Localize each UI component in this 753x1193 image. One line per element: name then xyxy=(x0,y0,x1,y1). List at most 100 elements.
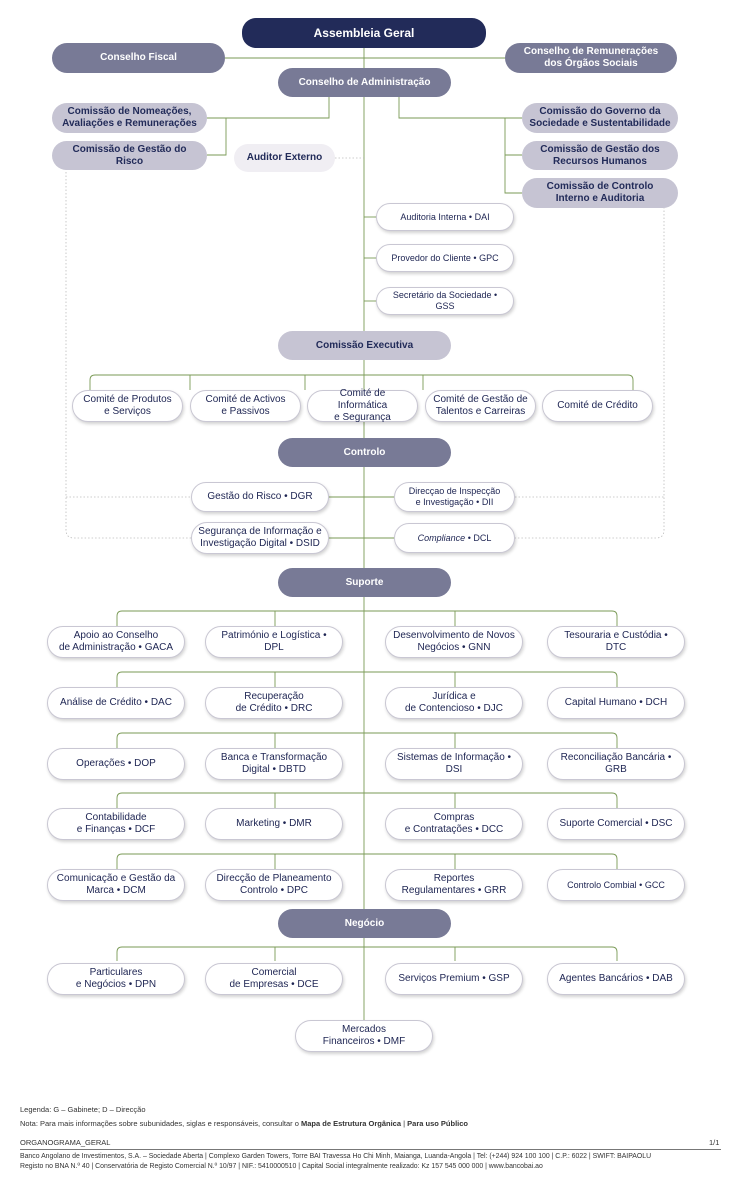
legenda: Legenda: G – Gabinete; D – Direcção xyxy=(20,1105,146,1114)
comite-informatica-box: Comité de Informática e Segurança xyxy=(307,388,418,423)
comite-credito-label: Comité de Crédito xyxy=(557,400,638,411)
comite-activos-label: Comité de Activos e Passivos xyxy=(205,394,286,417)
tesouraria-custodia-box: Tesouraria e Custódia • DTC xyxy=(547,626,685,658)
controlo-combial-label: Controlo Combial • GCC xyxy=(567,879,665,890)
analise-credito-label: Análise de Crédito • DAC xyxy=(60,697,172,708)
patrimonio-logistica-box: Património e Logística • DPL xyxy=(205,626,343,658)
juridica-contencioso-box: Jurídica e de Contencioso • DJC xyxy=(385,687,523,719)
comissao-risco-box: Comissão de Gestão do Risco xyxy=(52,141,207,170)
provedor-cliente-box: Provedor do Cliente • GPC xyxy=(376,244,514,272)
patrimonio-logistica-label: Património e Logística • DPL xyxy=(221,630,327,653)
comissao-rh-box: Comissão de Gestão dos Recursos Humanos xyxy=(522,141,678,170)
sistemas-informacao-box: Sistemas de Informação • DSI xyxy=(385,748,523,780)
negocio-label: Negócio xyxy=(344,917,385,929)
comissao-controlo-box: Comissão de Controlo Interno e Auditoria xyxy=(522,178,678,208)
compliance-italic: Compliance xyxy=(417,532,466,543)
capital-humano-label: Capital Humano • DCH xyxy=(564,697,668,708)
conselho-administracao-label: Conselho de Administração xyxy=(298,76,431,88)
agentes-bancarios-box: Agentes Bancários • DAB xyxy=(547,963,685,995)
suporte-box: Suporte xyxy=(278,568,451,597)
comite-talentos-box: Comité de Gestão de Talentos e Carreiras xyxy=(425,390,536,422)
banca-transformacao-box: Banca e Transformação Digital • DBTD xyxy=(205,748,343,780)
reportes-regulamentares-box: Reportes Regulamentares • GRR xyxy=(385,869,523,901)
comunicacao-marca-box: Comunicação e Gestão da Marca • DCM xyxy=(47,869,185,901)
conselho-fiscal-label: Conselho Fiscal xyxy=(100,52,177,63)
reportes-regulamentares-label: Reportes Regulamentares • GRR xyxy=(401,873,507,896)
comissao-rh-label: Comissão de Gestão dos Recursos Humanos xyxy=(540,143,660,167)
seguranca-informacao-label: Segurança de Informação e Investigação D… xyxy=(198,526,322,549)
suporte-comercial-box: Suporte Comercial • DSC xyxy=(547,808,685,840)
marketing-label: Marketing • DMR xyxy=(236,818,312,829)
compliance-label: Compliance • DCL xyxy=(418,533,492,544)
nota: Nota: Para mais informações sobre subuni… xyxy=(20,1119,468,1128)
reconciliacao-bancaria-label: Reconciliação Bancária • GRB xyxy=(560,752,672,775)
secretario-sociedade-label: Secretário da Sociedade • GSS xyxy=(392,290,498,311)
conselho-remuneracoes-label: Conselho de Remunerações dos Órgãos Soci… xyxy=(523,46,659,69)
tesouraria-custodia-label: Tesouraria e Custódia • DTC xyxy=(564,630,668,653)
auditoria-interna-box: Auditoria Interna • DAI xyxy=(376,203,514,231)
gestao-risco-label: Gestão do Risco • DGR xyxy=(207,491,313,502)
planeamento-controlo-box: Direcção de Planeamento Controlo • DPC xyxy=(205,869,343,901)
servicos-premium-box: Serviços Premium • GSP xyxy=(385,963,523,995)
operacoes-label: Operações • DOP xyxy=(76,758,156,769)
juridica-contencioso-label: Jurídica e de Contencioso • DJC xyxy=(405,691,503,714)
comite-produtos-label: Comité de Produtos e Serviços xyxy=(83,394,172,417)
comissao-governo-box: Comissão do Governo da Sociedade e Suste… xyxy=(522,103,678,133)
mapa-estrutura-link: Mapa de Estrutura Orgânica xyxy=(300,1119,402,1128)
apoio-conselho-label: Apoio ao Conselho de Administração • GAC… xyxy=(58,630,174,653)
recuperacao-credito-label: Recuperação de Crédito • DRC xyxy=(235,691,313,714)
gestao-risco-box: Gestão do Risco • DGR xyxy=(191,482,329,512)
mercados-financeiros-box: Mercados Financeiros • DMF xyxy=(295,1020,433,1052)
comissao-executiva-box: Comissão Executiva xyxy=(278,331,451,360)
particulares-negocios-box: Particulares e Negócios • DPN xyxy=(47,963,185,995)
apoio-conselho-box: Apoio ao Conselho de Administração • GAC… xyxy=(47,626,185,658)
capital-humano-box: Capital Humano • DCH xyxy=(547,687,685,719)
sistemas-informacao-label: Sistemas de Informação • DSI xyxy=(396,752,512,775)
compliance-code: • DCL xyxy=(465,532,492,543)
direccao-inspeccao-box: Direcçao de Inspecção e Investigação • D… xyxy=(394,482,515,512)
comissao-risco-label: Comissão de Gestão do Risco xyxy=(72,143,187,167)
comite-informatica-label: Comité de Informática e Segurança xyxy=(334,388,391,423)
compras-contratacoes-label: Compras e Contratações • DCC xyxy=(404,812,504,835)
comissao-governo-label: Comissão do Governo da Sociedade e Suste… xyxy=(529,106,671,129)
mercados-financeiros-label: Mercados Financeiros • DMF xyxy=(322,1024,406,1047)
desenvolvimento-negocios-label: Desenvolvimento de Novos Negócios • GNN xyxy=(393,630,515,653)
marketing-box: Marketing • DMR xyxy=(205,808,343,840)
conselho-remuneracoes-box: Conselho de Remunerações dos Órgãos Soci… xyxy=(505,43,677,73)
auditoria-interna-label: Auditoria Interna • DAI xyxy=(400,211,490,222)
nota-prefix: Nota: Para mais informações sobre subuni… xyxy=(20,1119,301,1128)
negocio-box: Negócio xyxy=(278,909,451,938)
auditor-externo-box: Auditor Externo xyxy=(234,144,335,172)
comite-talentos-label: Comité de Gestão de Talentos e Carreiras xyxy=(433,394,528,417)
auditor-externo-label: Auditor Externo xyxy=(246,152,323,163)
controlo-box: Controlo xyxy=(278,438,451,467)
direccao-inspeccao-label: Direcçao de Inspecção e Investigação • D… xyxy=(408,486,501,507)
comercial-empresas-box: Comercial de Empresas • DCE xyxy=(205,963,343,995)
page-number: 1/1 xyxy=(709,1138,720,1147)
reconciliacao-bancaria-box: Reconciliação Bancária • GRB xyxy=(547,748,685,780)
analise-credito-box: Análise de Crédito • DAC xyxy=(47,687,185,719)
comite-produtos-box: Comité de Produtos e Serviços xyxy=(72,390,183,422)
particulares-negocios-label: Particulares e Negócios • DPN xyxy=(75,967,157,990)
conselho-administracao-box: Conselho de Administração xyxy=(278,68,451,97)
suporte-comercial-label: Suporte Comercial • DSC xyxy=(559,818,673,829)
compras-contratacoes-box: Compras e Contratações • DCC xyxy=(385,808,523,840)
banca-transformacao-label: Banca e Transformação Digital • DBTD xyxy=(220,752,328,775)
company-info-line2: Registo no BNA N.º 40 | Conservatória de… xyxy=(20,1163,543,1170)
comite-credito-box: Comité de Crédito xyxy=(542,390,653,422)
footer-divider xyxy=(20,1149,721,1150)
document-name: ORGANOGRAMA_GERAL xyxy=(20,1138,111,1147)
contabilidade-financas-box: Contabilidade e Finanças • DCF xyxy=(47,808,185,840)
suporte-label: Suporte xyxy=(345,576,384,588)
comercial-empresas-label: Comercial de Empresas • DCE xyxy=(229,967,319,990)
recuperacao-credito-box: Recuperação de Crédito • DRC xyxy=(205,687,343,719)
secretario-sociedade-box: Secretário da Sociedade • GSS xyxy=(376,287,514,315)
comite-activos-box: Comité de Activos e Passivos xyxy=(190,390,301,422)
comissao-controlo-label: Comissão de Controlo Interno e Auditoria xyxy=(546,181,654,204)
contabilidade-financas-label: Contabilidade e Finanças • DCF xyxy=(76,812,156,835)
assembleia-geral-label: Assembleia Geral xyxy=(313,26,415,40)
desenvolvimento-negocios-box: Desenvolvimento de Novos Negócios • GNN xyxy=(385,626,523,658)
comissao-nomeacoes-label: Comissão de Nomeações, Avaliações e Remu… xyxy=(62,106,197,129)
nota-separator: | xyxy=(401,1119,408,1128)
